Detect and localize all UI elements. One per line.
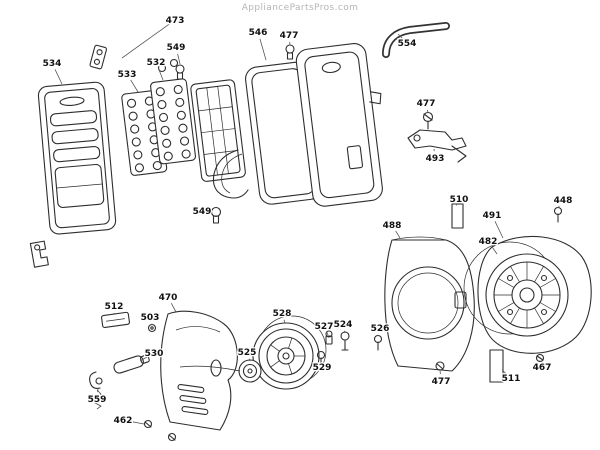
handle-bail <box>382 22 450 58</box>
blower-housing <box>384 236 475 372</box>
screw-529 <box>316 350 326 365</box>
part-label-559: 559 <box>88 395 107 405</box>
leader-line-473 <box>121 23 170 59</box>
part-label-470: 470 <box>159 293 178 303</box>
nut-503 <box>147 323 157 333</box>
part-label-477: 477 <box>432 377 451 387</box>
rope-guide-559 <box>89 371 103 410</box>
cover-bolt <box>285 44 295 60</box>
spacer-511 <box>489 349 504 383</box>
starter-housing <box>160 310 238 431</box>
leader-line-532 <box>158 68 164 81</box>
part-label-510: 510 <box>450 195 469 205</box>
flywheel-fan <box>485 253 569 337</box>
part-label-533: 533 <box>118 70 137 80</box>
part-label-462: 462 <box>114 416 133 426</box>
part-label-491: 491 <box>483 211 502 221</box>
part-label-525: 525 <box>238 348 257 358</box>
leader-line-488 <box>395 230 401 239</box>
part-label-528: 528 <box>273 309 292 319</box>
part-label-527: 527 <box>315 322 334 332</box>
leader-line-482 <box>491 246 498 255</box>
leader-line-491 <box>494 221 504 239</box>
part-label-532: 532 <box>147 58 166 68</box>
leader-line-533 <box>130 79 139 93</box>
part-label-529: 529 <box>313 363 332 373</box>
plate-screws <box>157 58 185 80</box>
part-label-524: 524 <box>334 320 353 330</box>
part-label-467: 467 <box>533 363 552 373</box>
air-filter-element <box>190 79 246 182</box>
part-label-477: 477 <box>280 31 299 41</box>
part-label-473: 473 <box>166 16 185 26</box>
leader-line-530 <box>139 356 149 362</box>
screw-448 <box>553 206 563 223</box>
part-label-511: 511 <box>502 374 521 384</box>
part-label-477: 477 <box>417 99 436 109</box>
leader-line-477 <box>426 109 429 114</box>
spacer-510 <box>451 203 464 229</box>
leader-line-534 <box>54 69 63 85</box>
leader-line-511 <box>501 369 507 374</box>
filter-screw <box>210 206 222 224</box>
watermark-text: AppliancePartsPros.com <box>241 3 359 13</box>
leader-line-528 <box>283 319 286 324</box>
leader-line-549 <box>177 53 181 65</box>
front-cover-panel <box>37 81 117 235</box>
leader-lines <box>54 23 560 425</box>
part-label-448: 448 <box>554 196 573 206</box>
part-label-554: 554 <box>398 39 417 49</box>
part-label-482: 482 <box>479 237 498 247</box>
leader-line-554 <box>397 33 403 39</box>
screw-527 <box>325 330 333 345</box>
screw-526 <box>373 334 383 351</box>
bolt-477-right <box>422 111 434 130</box>
part-label-549: 549 <box>193 207 212 217</box>
retainer-clip-bottom <box>29 240 49 268</box>
part-label-530: 530 <box>145 349 164 359</box>
housing-bolts-462 <box>143 419 177 442</box>
part-label-512: 512 <box>105 302 124 312</box>
screw-467 <box>535 353 545 363</box>
leader-line-527 <box>326 332 329 336</box>
leader-line-546 <box>259 38 267 61</box>
breather-tube <box>212 149 249 199</box>
air-cleaner-cover <box>295 43 383 207</box>
screw-524 <box>340 331 350 351</box>
leader-line-525 <box>248 358 251 362</box>
breather-plates <box>121 78 196 176</box>
starter-pulley <box>238 359 262 383</box>
label-plate-512 <box>101 311 130 329</box>
part-label-493: 493 <box>426 154 445 164</box>
part-label-526: 526 <box>371 324 390 334</box>
retainer-clip-top <box>89 44 108 70</box>
part-label-534: 534 <box>43 59 62 69</box>
rope-grip <box>113 354 150 374</box>
part-label-549: 549 <box>167 43 186 53</box>
leader-line-510 <box>456 203 458 206</box>
bracket-493 <box>407 129 467 163</box>
leader-line-448 <box>557 205 560 209</box>
leader-line-470 <box>170 302 177 313</box>
part-label-546: 546 <box>249 28 268 38</box>
starter-rope <box>179 365 241 372</box>
leader-line-462 <box>129 420 145 425</box>
part-label-488: 488 <box>383 221 402 231</box>
part-label-503: 503 <box>141 313 160 323</box>
recoil-starter <box>252 315 327 390</box>
